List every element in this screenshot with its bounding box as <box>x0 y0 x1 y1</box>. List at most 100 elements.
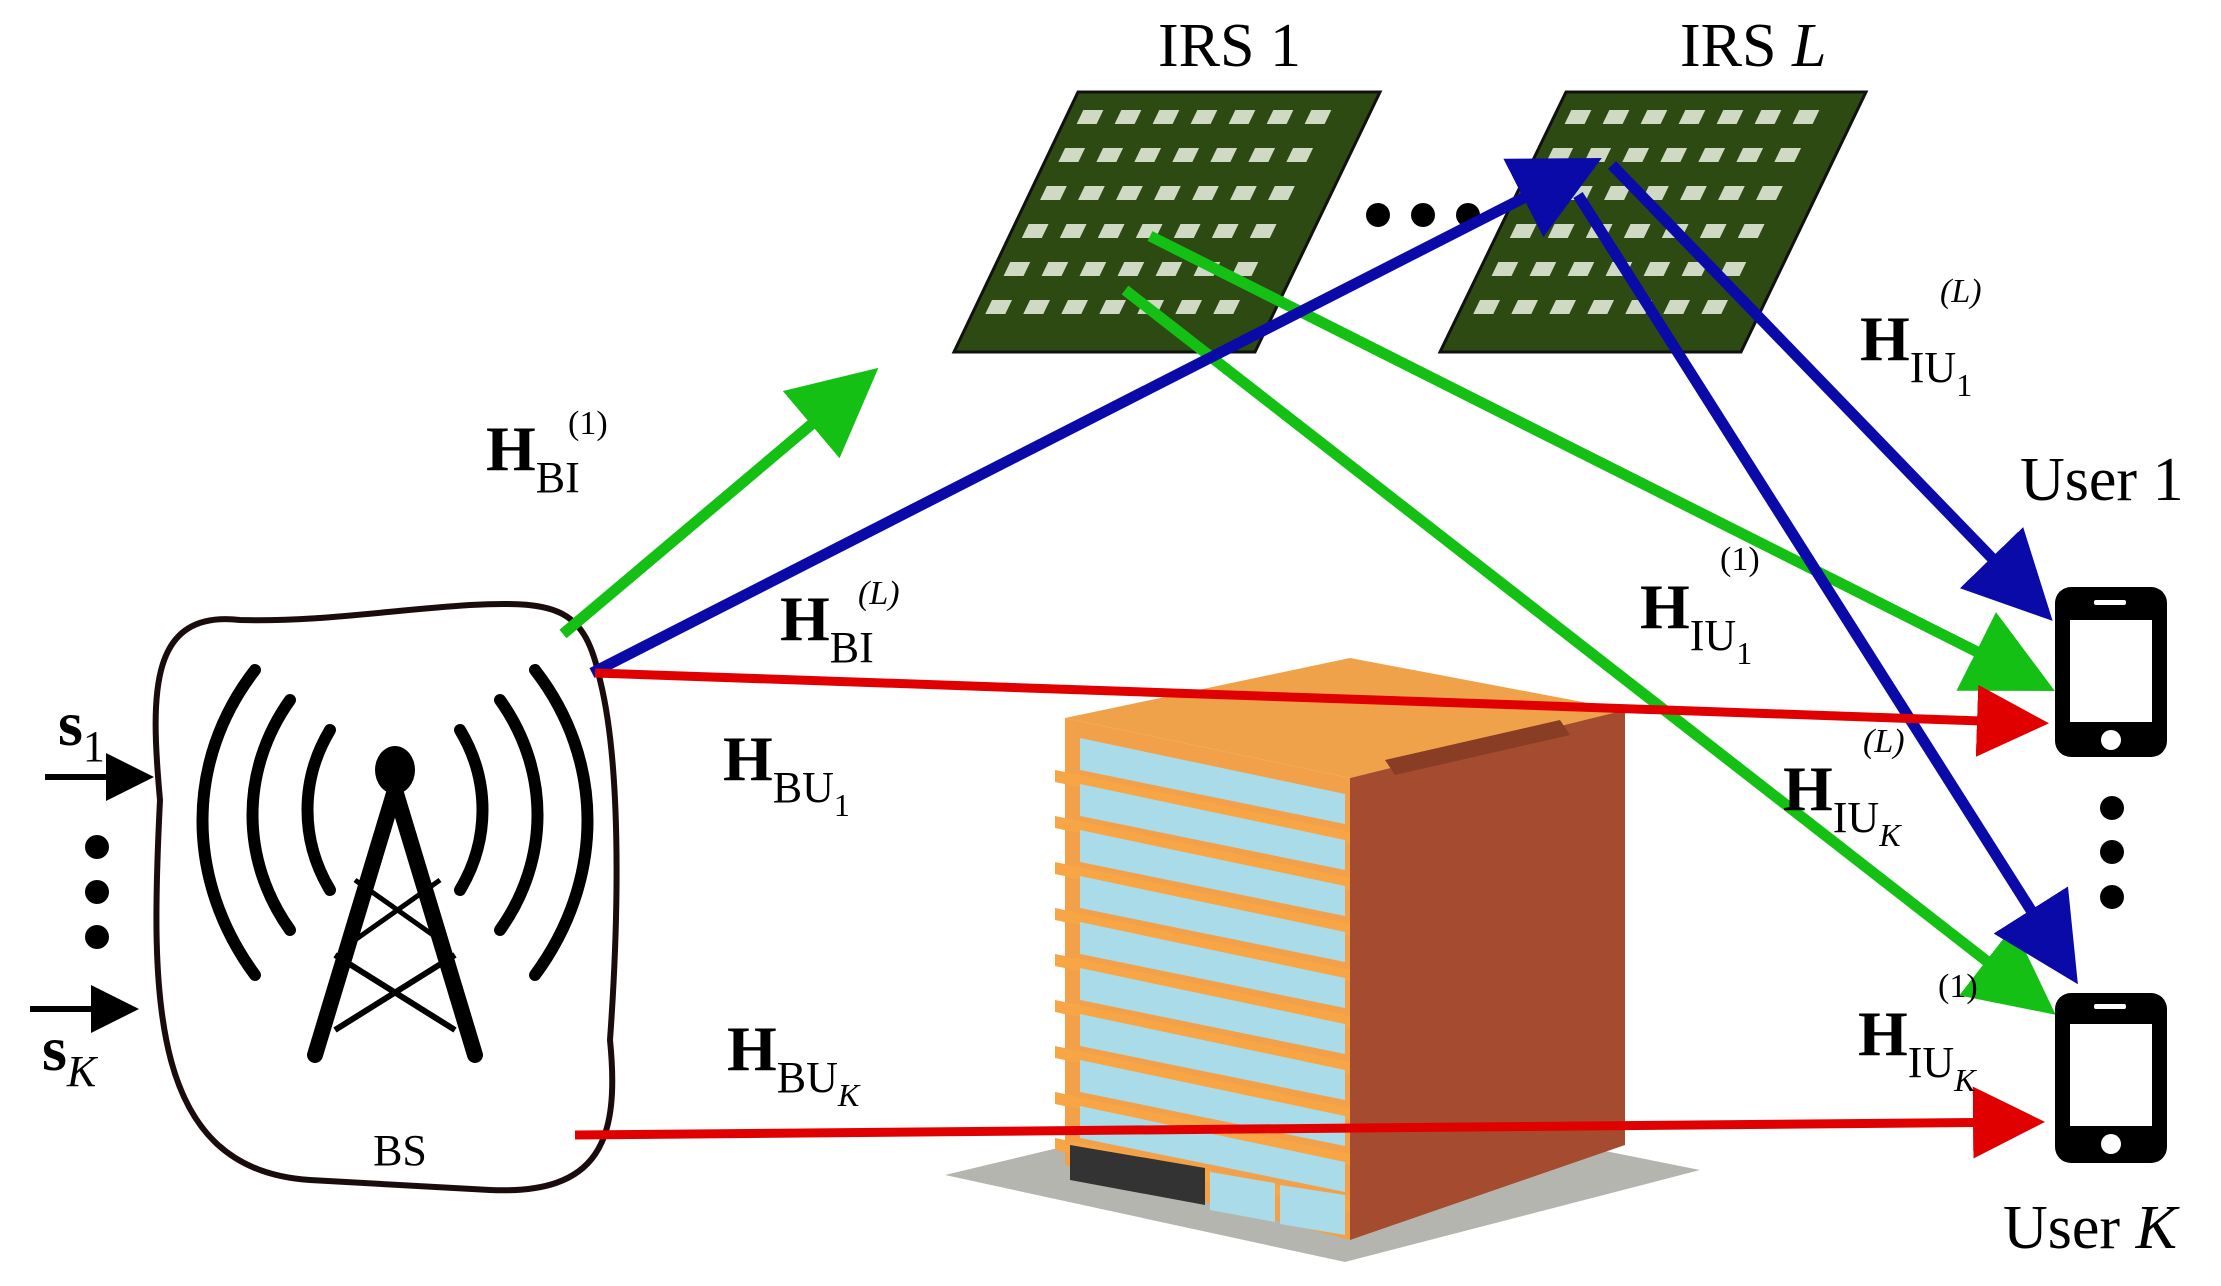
link-irsL-user1 <box>1608 161 2053 621</box>
irs-1-element <box>1213 300 1240 314</box>
irs-1-element <box>1059 224 1087 238</box>
irs-1-element <box>1230 186 1257 200</box>
irs-L-element <box>1718 186 1745 200</box>
link-bs-irs1 <box>559 367 879 639</box>
irs-1-element <box>1211 224 1239 238</box>
channel-label-iu1-L: HIU1(L) <box>1860 273 1982 403</box>
irs-1-element <box>1154 186 1181 200</box>
irs-1-label: IRS 1 <box>1158 12 1301 80</box>
irs-L-element <box>1678 110 1706 124</box>
irs-1-element <box>1175 300 1202 314</box>
irs-1-element <box>1231 262 1259 276</box>
irs-1-element <box>1172 148 1200 162</box>
irs-1-element <box>1173 224 1201 238</box>
base-station: BS <box>152 600 620 1194</box>
user-ellipsis <box>2100 796 2124 909</box>
irs-L-element <box>1754 110 1782 124</box>
building-window-band <box>1080 968 1345 1054</box>
link-bs-userK <box>574 1086 2045 1159</box>
channel-label-iuK-1: HIUK(1) <box>1858 968 1978 1098</box>
irs-L-element <box>1736 148 1764 162</box>
antenna-tower-icon <box>196 664 594 1063</box>
irs-L-element <box>1756 186 1783 200</box>
irs-1-element <box>1116 186 1143 200</box>
irs-L-element <box>1774 148 1802 162</box>
irs-1-element <box>1076 110 1104 124</box>
irs-L-element <box>1549 300 1576 314</box>
irs-L-element <box>1511 300 1538 314</box>
link-irsL-userK <box>1573 192 2078 985</box>
irs-L-element <box>1623 224 1651 238</box>
irs-L-element <box>1698 148 1726 162</box>
irs-L-element <box>1792 110 1820 124</box>
irs-1-element <box>1192 186 1219 200</box>
irs-1-element <box>1268 186 1295 200</box>
irs-panel-L <box>1437 90 1869 354</box>
irs-L-element <box>1587 300 1614 314</box>
bs-label: BS <box>373 1126 427 1175</box>
irs-L-element <box>1737 224 1765 238</box>
irs-1-element <box>1021 224 1049 238</box>
irs-1-element <box>1078 186 1105 200</box>
irs-L-element <box>1640 110 1668 124</box>
channel-label-bu-K: HBUK <box>727 1013 861 1113</box>
irs-1-element <box>1190 110 1218 124</box>
building-window-band <box>1080 830 1345 916</box>
irs-1-element <box>1210 148 1238 162</box>
irs-1-element <box>1058 148 1086 162</box>
building-window-band <box>1080 922 1345 1008</box>
channel-label-iuK-L: HIUK(L) <box>1783 723 1905 853</box>
irs-L-element <box>1564 110 1592 124</box>
irs-ellipsis <box>1366 203 1480 227</box>
building-window-band <box>1080 876 1345 962</box>
irs-L-element <box>1643 262 1671 276</box>
irs-1-element <box>1266 110 1294 124</box>
irs-L-element <box>1567 262 1595 276</box>
irs-L-element <box>1701 300 1728 314</box>
irs-1-element <box>1079 262 1107 276</box>
irs-1-element <box>985 300 1012 314</box>
irs-1-element <box>1023 300 1050 314</box>
irs-L-element <box>1529 262 1557 276</box>
irs-1-element <box>1061 300 1088 314</box>
channel-label-bi-1: HBI(1) <box>486 405 608 502</box>
irs-L-element <box>1663 300 1690 314</box>
irs-1-element <box>1228 110 1256 124</box>
input-s1-label: s1 <box>58 688 105 771</box>
irs-L-element <box>1680 186 1707 200</box>
irs-1-element <box>1248 148 1276 162</box>
channel-label-bu-1: HBU1 <box>723 723 850 823</box>
irs-L-element <box>1473 300 1500 314</box>
irs-1-element <box>1040 186 1067 200</box>
user-1-phone-icon <box>2055 587 2167 757</box>
irs-1-element <box>1099 300 1126 314</box>
irs-L-element <box>1491 262 1519 276</box>
irs-1-element <box>1003 262 1031 276</box>
user-K-label: User K <box>2003 1194 2181 1262</box>
irs-L-element <box>1699 224 1727 238</box>
input-ellipsis <box>85 835 109 949</box>
irs-L-label: IRS L <box>1680 12 1826 80</box>
link-irs1-userK <box>1121 285 2056 1015</box>
irs-L-element <box>1716 110 1744 124</box>
irs-panel-1 <box>951 90 1383 354</box>
building-icon <box>945 658 1700 1262</box>
irs-L-element <box>1604 186 1631 200</box>
irs-1-element <box>1114 110 1142 124</box>
link-bs-irsL <box>589 158 1602 678</box>
link-bs-user1 <box>594 668 2049 757</box>
channel-label-iu1-1: HIU1(1) <box>1640 541 1760 671</box>
user-1-label: User 1 <box>2020 446 2184 514</box>
irs-L-element <box>1602 110 1630 124</box>
irs-L-element <box>1622 148 1650 162</box>
irs-1-element <box>1134 148 1162 162</box>
irs-1-element <box>1286 148 1314 162</box>
irs-1-element <box>1117 262 1145 276</box>
building-window-band <box>1080 1014 1345 1100</box>
irs-1-element <box>1249 224 1277 238</box>
user-K-phone-icon <box>2055 993 2167 1163</box>
irs-L-element <box>1660 148 1688 162</box>
irs-1-element <box>1152 110 1180 124</box>
irs-1-element <box>1096 148 1124 162</box>
